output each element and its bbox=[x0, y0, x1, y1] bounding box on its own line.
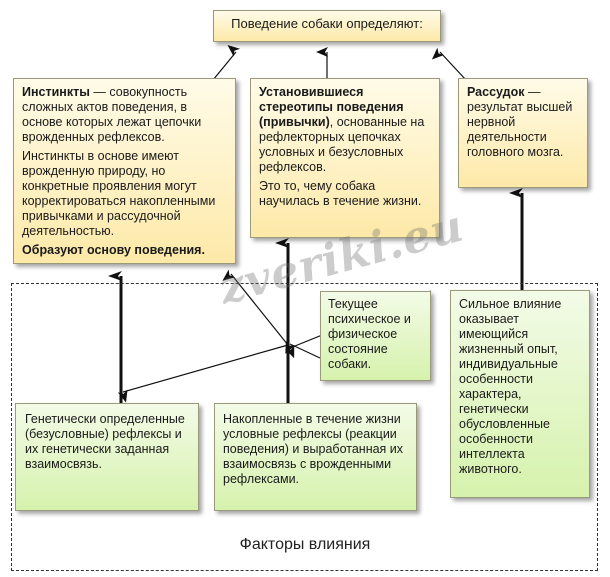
instincts-paragraph-2: Инстинкты в основе имеют врожденную прир… bbox=[22, 149, 216, 238]
genetic-box: Генетически определенные (безусловные) р… bbox=[15, 403, 199, 511]
stereotypes-paragraph-2: Это то, чему собака научилась в течение … bbox=[259, 179, 422, 208]
top-box: Поведение собаки определяют: bbox=[213, 10, 441, 42]
state-text: Текущее психическое и физическое состоян… bbox=[328, 297, 411, 371]
genetic-text: Генетически определенные (безусловные) р… bbox=[25, 412, 185, 471]
state-box: Текущее психическое и физическое состоян… bbox=[320, 291, 431, 381]
instincts-definition: Инстинкты — совокупность сложных актов п… bbox=[22, 85, 227, 145]
stereotypes-term: Установившиеся стереотипы поведения (при… bbox=[259, 85, 404, 129]
acquired-text: Накопленные в течение жизни условные реф… bbox=[223, 412, 404, 486]
factors-label: Факторы влияния bbox=[239, 536, 371, 553]
reason-box: Рассудок — результат высшей нервной деят… bbox=[458, 78, 588, 188]
factors-frame bbox=[11, 283, 598, 571]
instincts-term: Инстинкты bbox=[22, 85, 90, 99]
top-box-text: Поведение собаки определяют: bbox=[231, 16, 423, 31]
instincts-paragraph-3: Образуют основу поведения. bbox=[22, 243, 205, 257]
instincts-box: Инстинкты — совокупность сложных актов п… bbox=[13, 78, 236, 264]
reason-definition: Рассудок — результат высшей нервной деят… bbox=[467, 85, 579, 160]
influence-text: Сильное влияние оказывает имеющийся жизн… bbox=[459, 297, 562, 476]
stereotypes-def: , основанные на рефлекторных цепочках ус… bbox=[259, 115, 425, 174]
arrow-acquired-line-to-instincts bbox=[222, 269, 289, 346]
instincts-def: — совокупность сложных актов поведения, … bbox=[22, 85, 202, 144]
stereotypes-definition: Установившиеся стереотипы поведения (при… bbox=[259, 85, 431, 175]
arrow-acquired-to-genetic-line bbox=[117, 344, 289, 403]
arrow-reason-to-top bbox=[431, 47, 467, 81]
influence-box: Сильное влияние оказывает имеющийся жизн… bbox=[450, 290, 590, 498]
reason-def: — результат высшей нервной деятельности … bbox=[467, 85, 573, 159]
reason-term: Рассудок bbox=[467, 85, 525, 99]
arrow-instincts-to-top bbox=[212, 45, 240, 81]
stereotypes-box: Установившиеся стереотипы поведения (при… bbox=[250, 78, 440, 238]
acquired-box: Накопленные в течение жизни условные реф… bbox=[214, 403, 417, 511]
